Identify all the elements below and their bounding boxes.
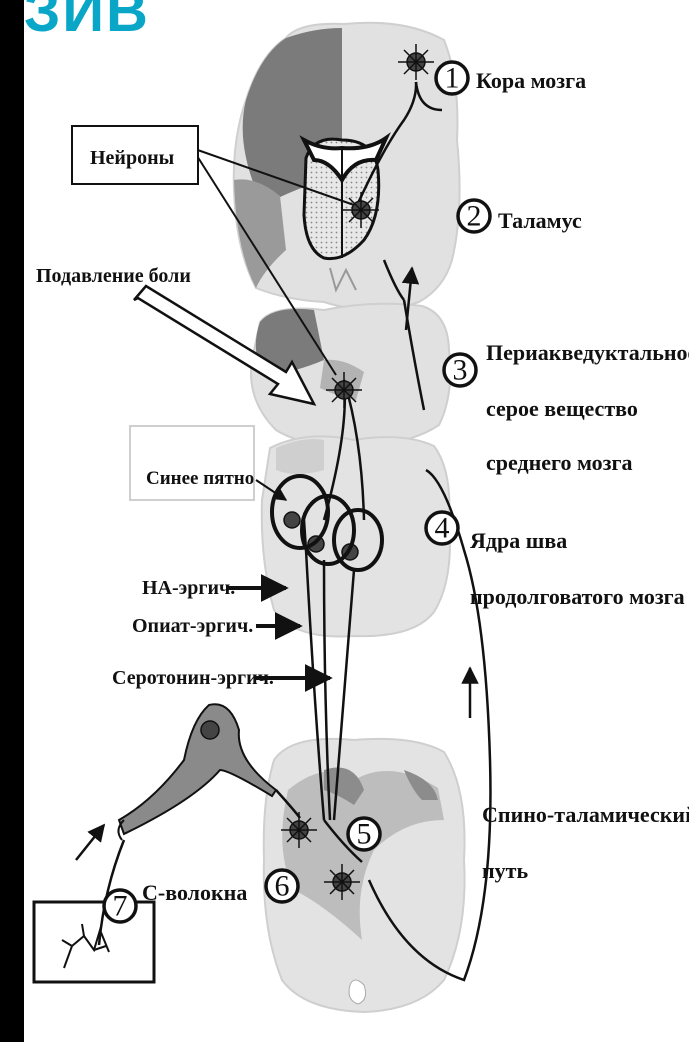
serotonin-ergic-label: Серотонин-эргич. [112,667,274,689]
structure-number-2: 2 [467,200,482,233]
structure-number-1: 1 [445,62,460,95]
raphe-label-line-1: Ядра шва [470,528,567,553]
pain-pathway-diagram: 1 2 3 4 5 6 7 Нейроны Подавление боли Си… [24,0,689,1042]
pag-label-line-2: серое вещество [486,396,638,421]
thalamus-label: Таламус [498,208,582,233]
neurons-label: Нейроны [90,147,175,169]
pag-label-line-1: Периакведуктальное [486,340,689,365]
ne-ergic-label: НА-эргич. [142,577,235,599]
spinothalamic-label-line-1: Спино-таламический [482,802,689,827]
raphe-label-line-2: продолговатого мозга [470,584,685,609]
structure-number-3: 3 [453,354,468,387]
structure-number-7: 7 [113,890,128,923]
pag-label-line-3: среднего мозга [486,450,633,475]
diagram-panel: ЗИВ [24,0,689,1042]
locus-coeruleus-label: Синее пятно [146,468,254,489]
pain-suppression-label: Подавление боли [36,265,191,287]
opiate-ergic-label: Опиат-эргич. [132,615,253,637]
cortex-label: Кора мозга [476,68,586,93]
structure-number-5: 5 [357,818,372,851]
medulla-section [262,436,450,636]
dorsal-root-ganglion [118,704,276,840]
spinothalamic-label-line-2: путь [482,858,528,883]
structure-number-6: 6 [275,870,290,903]
skin-patch-icon [34,902,154,982]
c-fibers-label: С-волокна [142,880,247,905]
structure-number-4: 4 [435,512,450,545]
